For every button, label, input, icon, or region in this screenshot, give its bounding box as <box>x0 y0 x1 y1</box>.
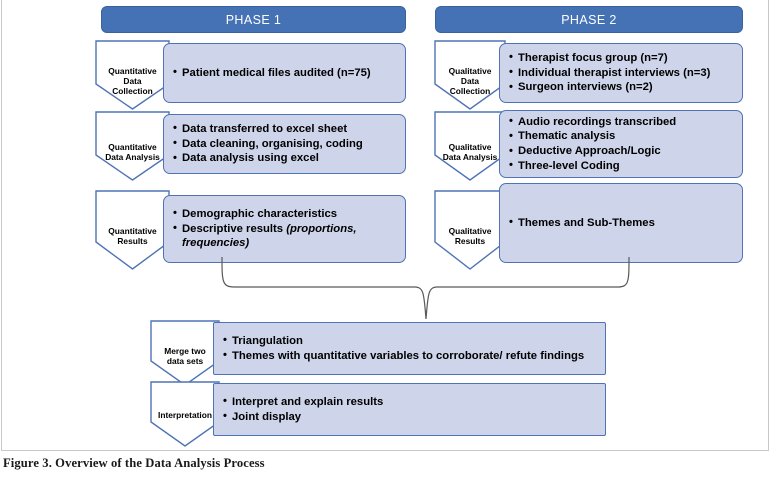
box-interpretation: Interpret and explain results Joint disp… <box>213 383 606 436</box>
phase-2-header-label: PHASE 2 <box>561 12 617 27</box>
bullet-item: Audio recordings transcribed <box>509 114 734 130</box>
box-quantitative-data-analysis: Data transferred to excel sheet Data cle… <box>163 114 406 174</box>
chevron-shape <box>150 381 220 447</box>
chevron-quantitative-data-collection: Quantitative Data Collection <box>95 40 170 110</box>
chevron-interpretation: Interpretation <box>150 381 220 447</box>
bullet-text-plain: Descriptive results <box>182 222 287 235</box>
chevron-quantitative-data-analysis: Quantitative Data Analysis <box>95 111 170 181</box>
bullet-list: Triangulation Themes with quantitative v… <box>223 333 597 364</box>
bullet-item: Thematic analysis <box>509 129 734 144</box>
bullet-item: Descriptive results (proportions, freque… <box>173 221 397 251</box>
bullet-list: Data transferred to excel sheet Data cle… <box>173 121 397 166</box>
chevron-shape <box>434 111 506 181</box>
bullet-item: Deductive Approach/Logic <box>509 144 734 159</box>
figure-caption: Figure 3. Overview of the Data Analysis … <box>3 456 265 470</box>
bullet-text-italic: (proportions, frequencies) <box>182 222 357 250</box>
bullet-item: Surgeon interviews (n=2) <box>509 80 734 95</box>
bullet-item: Themes and Sub-Themes <box>509 215 734 231</box>
chevron-shape <box>434 40 506 110</box>
chevron-qualitative-data-analysis: Qualitative Data Analysis <box>434 111 506 181</box>
bullet-item: Data transferred to excel sheet <box>173 121 397 137</box>
phase-1-header-label: PHASE 1 <box>225 12 282 27</box>
bullet-item: Demographic characteristics <box>173 206 397 222</box>
bullet-list: Therapist focus group (n=7) Individual t… <box>509 50 734 95</box>
chevron-shape <box>95 190 170 270</box>
bullet-list: Interpret and explain results Joint disp… <box>223 394 597 425</box>
bullet-list: Audio recordings transcribed Thematic an… <box>509 114 734 174</box>
chevron-shape <box>95 40 170 110</box>
chevron-merge-two-data-sets: Merge two data sets <box>150 320 220 386</box>
bullet-item: Therapist focus group (n=7) <box>509 50 734 66</box>
box-merge-two-data-sets: Triangulation Themes with quantitative v… <box>213 322 606 375</box>
figure-frame <box>1 0 769 451</box>
bullet-item: Data analysis using excel <box>173 151 397 166</box>
chevron-shape <box>95 111 170 181</box>
bullet-item: Patient medical files audited (n=75) <box>173 65 397 81</box>
phase-2-header: PHASE 2 <box>435 6 743 33</box>
bullet-list: Themes and Sub-Themes <box>509 215 734 231</box>
bullet-list: Patient medical files audited (n=75) <box>173 65 397 81</box>
box-qualitative-data-analysis: Audio recordings transcribed Thematic an… <box>499 110 743 178</box>
box-qualitative-data-collection: Therapist focus group (n=7) Individual t… <box>499 43 743 103</box>
bullet-item: Themes with quantitative variables to co… <box>223 348 597 364</box>
chevron-shape <box>150 320 220 386</box>
phase-1-header: PHASE 1 <box>101 6 406 33</box>
bullet-list: Demographic characteristics Descriptive … <box>173 206 397 251</box>
bullet-item: Three-level Coding <box>509 158 734 174</box>
bullet-item: Joint display <box>223 409 597 425</box>
brace-connector <box>221 256 630 320</box>
chevron-qualitative-data-collection: Qualitative Data Collection <box>434 40 506 110</box>
chevron-quantitative-results: Quantitative Results <box>95 190 170 270</box>
bullet-item: Individual therapist interviews (n=3) <box>509 65 734 81</box>
box-quantitative-results: Demographic characteristics Descriptive … <box>163 195 406 263</box>
bullet-item: Interpret and explain results <box>223 394 597 410</box>
box-quantitative-data-collection: Patient medical files audited (n=75) <box>163 43 406 103</box>
box-qualitative-results: Themes and Sub-Themes <box>499 183 743 263</box>
bullet-item: Triangulation <box>223 333 597 349</box>
bullet-item: Data cleaning, organising, coding <box>173 136 397 152</box>
brace-path <box>221 256 630 320</box>
chevron-shape <box>434 190 506 270</box>
